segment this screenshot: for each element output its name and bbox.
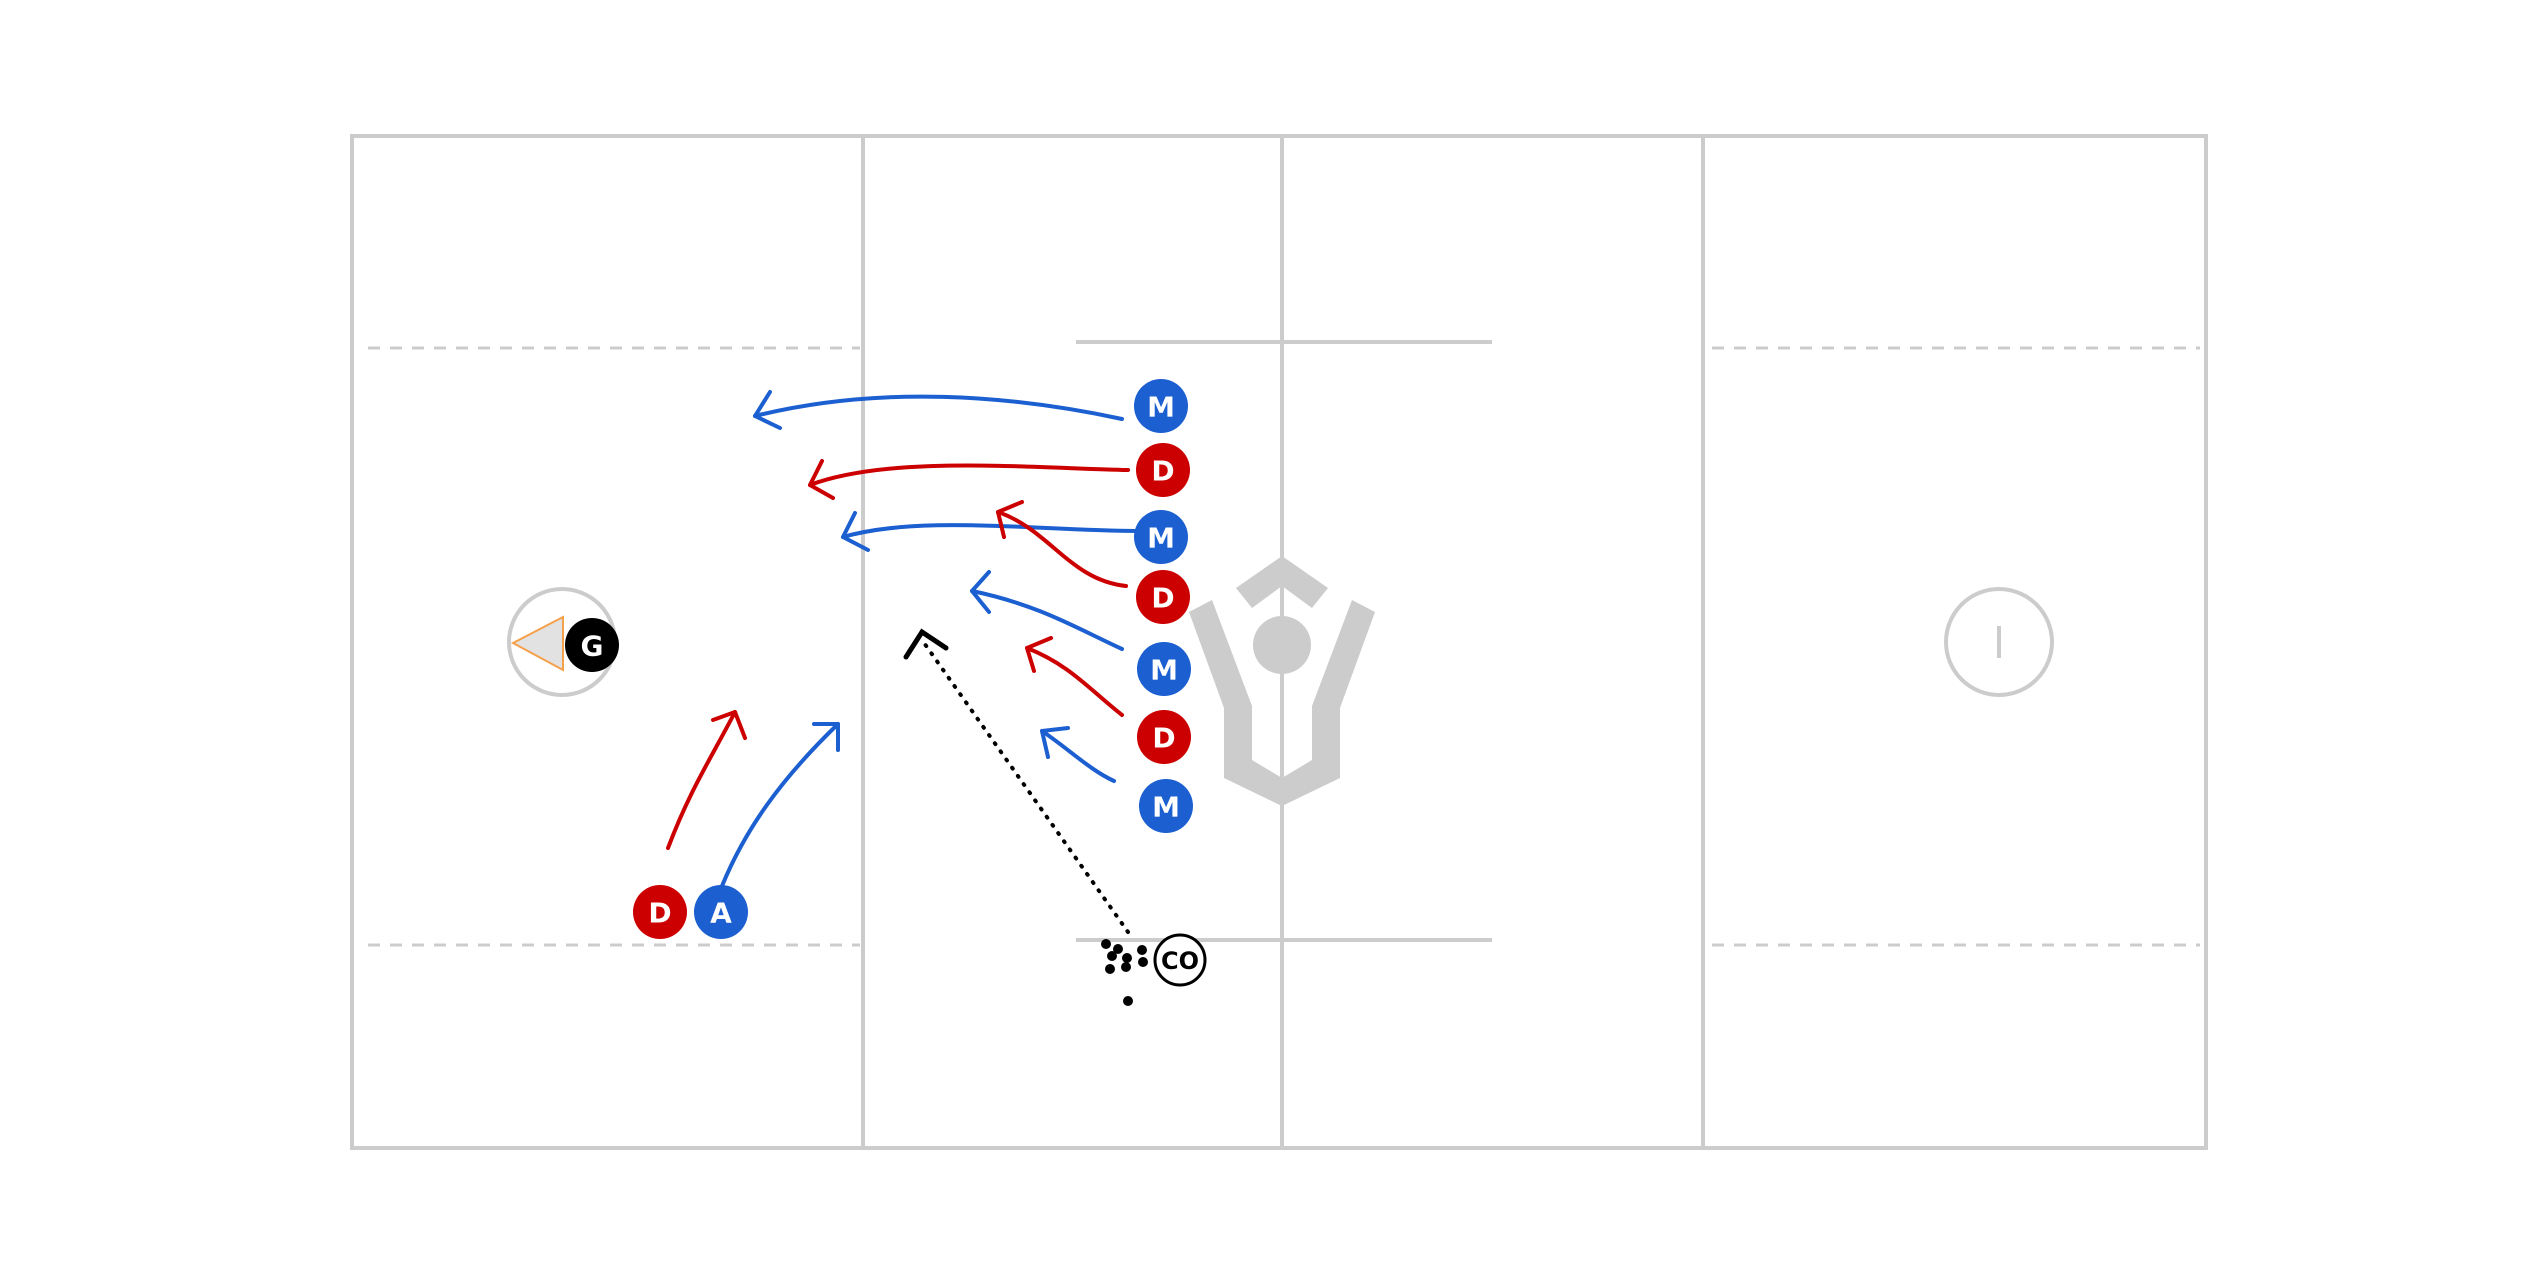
cut-path-d1 [808, 463, 1130, 487]
dashed-lines [368, 346, 2200, 947]
ball [1113, 944, 1123, 954]
player-label: D [648, 897, 671, 930]
goalie-cone-icon [510, 615, 564, 672]
player-offense-m[interactable]: M [1137, 642, 1191, 696]
player-offense-m[interactable]: M [1134, 510, 1188, 564]
coach-marker[interactable]: CO [1153, 933, 1207, 987]
ball [1138, 957, 1148, 967]
player-circle [1139, 779, 1193, 833]
arrowhead-m1 [753, 390, 782, 430]
ball [1123, 996, 1133, 1006]
player-label: M [1147, 522, 1175, 555]
player-circle [1134, 379, 1188, 433]
arrowhead-a1 [812, 722, 840, 752]
pass-arrowhead [903, 628, 949, 660]
player-label: D [1151, 455, 1174, 488]
player-circle [1136, 570, 1190, 624]
ball [1107, 951, 1117, 961]
arrowhead-d4 [711, 710, 747, 740]
player-offense-m[interactable]: M [1134, 379, 1188, 433]
player-circle [1137, 642, 1191, 696]
player-circle [1137, 710, 1191, 764]
arrowhead-m3 [970, 570, 991, 614]
coach-circle [1153, 933, 1207, 987]
field-lines [350, 134, 2208, 1150]
player-label: D [1152, 722, 1175, 755]
player-defense-d[interactable]: D [1137, 710, 1191, 764]
ball [1101, 939, 1111, 949]
player-circle [565, 618, 619, 672]
player-label: A [710, 897, 732, 930]
player-offense-m[interactable]: M [1139, 779, 1193, 833]
cut-path-a1 [720, 722, 840, 888]
arrowhead-d3 [1025, 636, 1053, 673]
cut-path-m3 [970, 589, 1124, 651]
ball [1122, 953, 1132, 963]
player-circle [1134, 510, 1188, 564]
arrowhead-m4 [1040, 726, 1070, 759]
lacrosse-logo-icon [1189, 556, 1375, 806]
arrowhead-d1 [808, 459, 835, 500]
arrowhead-d2 [996, 500, 1024, 539]
ball [1137, 945, 1147, 955]
cut-path-m1 [753, 394, 1124, 421]
coach-label: CO [1161, 947, 1199, 975]
cut-path-m2 [841, 523, 1138, 539]
player-defense-d[interactable]: D [1136, 443, 1190, 497]
player-label: M [1152, 791, 1180, 824]
player-label: G [581, 630, 604, 663]
right-goal-crease [1944, 587, 2054, 697]
player-label: M [1150, 654, 1178, 687]
player-label: D [1151, 582, 1174, 615]
player-defense-d[interactable]: D [633, 885, 687, 939]
player-circle [1136, 443, 1190, 497]
player-defense-d[interactable]: D [1136, 570, 1190, 624]
cut-path-d3 [1025, 646, 1124, 717]
cut-path-d4 [666, 710, 737, 850]
player-offense-a[interactable]: A [694, 885, 748, 939]
ball-pass-path [903, 628, 1130, 934]
dotted-pass-line [920, 638, 1130, 934]
ball [1121, 962, 1131, 972]
player-goalie-g[interactable]: G [565, 618, 619, 672]
cut-path-m4 [1040, 729, 1116, 783]
player-circle [694, 885, 748, 939]
cut-path-d2 [996, 510, 1128, 588]
field-boundary [350, 134, 2208, 1150]
ball-bucket [1101, 939, 1148, 1006]
movement-paths [666, 390, 1138, 888]
ball [1105, 964, 1115, 974]
player-label: M [1147, 391, 1175, 424]
arrowhead-m2 [841, 511, 870, 552]
player-circle [633, 885, 687, 939]
